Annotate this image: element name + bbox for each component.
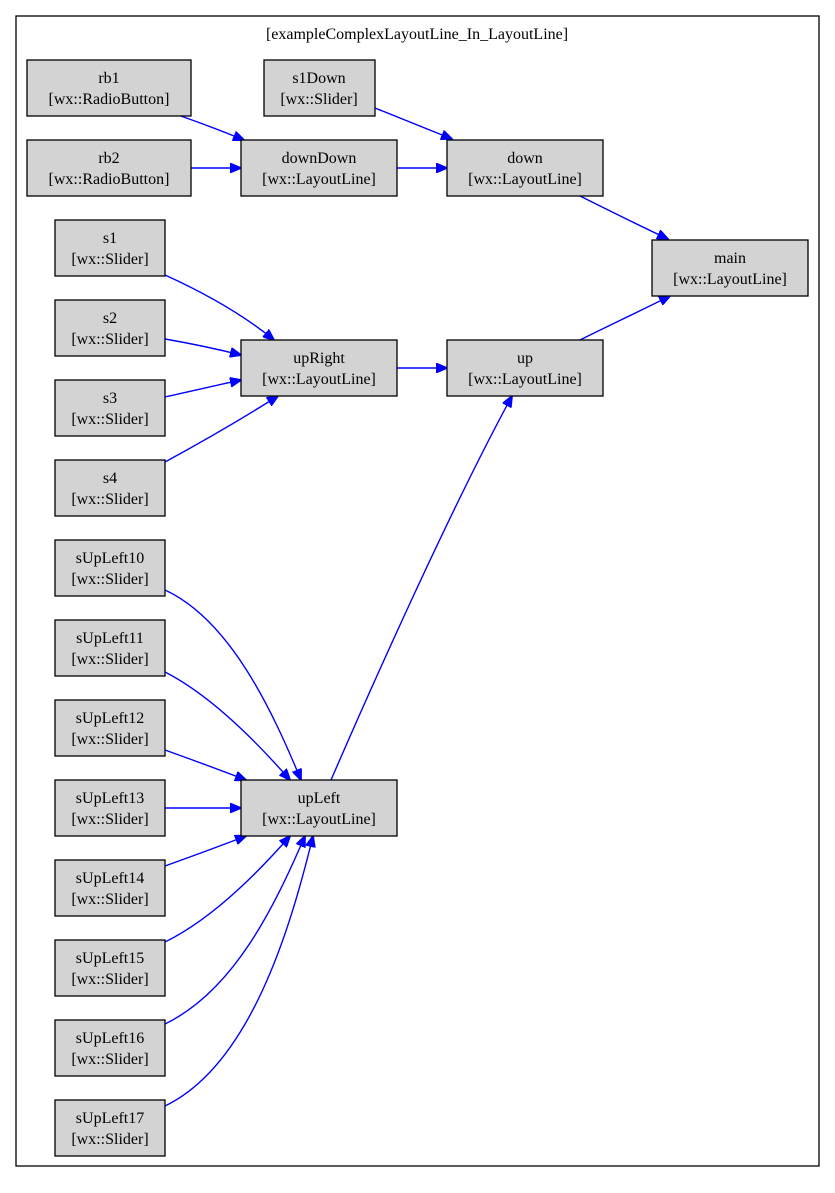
node-type: [wx::RadioButton] [49, 171, 170, 188]
node-name: s3 [103, 390, 117, 407]
node-s3[interactable]: s3 [wx::Slider] [54, 379, 166, 437]
node-sUpLeft11[interactable]: sUpLeft11 [wx::Slider] [54, 619, 166, 677]
node-s2[interactable]: s2 [wx::Slider] [54, 299, 166, 357]
node-type: [wx::Slider] [71, 811, 148, 828]
node-s1Down[interactable]: s1Down [wx::Slider] [263, 59, 376, 117]
node-sUpLeft15[interactable]: sUpLeft15 [wx::Slider] [54, 939, 166, 997]
node-type: [wx::Slider] [71, 251, 148, 268]
node-type: [wx::LayoutLine] [468, 371, 582, 388]
node-rb2[interactable]: rb2 [wx::RadioButton] [26, 139, 192, 197]
node-type: [wx::LayoutLine] [262, 171, 376, 188]
node-rb1[interactable]: rb1 [wx::RadioButton] [26, 59, 192, 117]
node-type: [wx::RadioButton] [49, 91, 170, 108]
edge-sUpLeft11-to-upLeft [164, 671, 290, 780]
node-name: down [507, 150, 543, 167]
node-sUpLeft16[interactable]: sUpLeft16 [wx::Slider] [54, 1019, 166, 1077]
node-up[interactable]: up [wx::LayoutLine] [446, 339, 604, 397]
node-type: [wx::Slider] [71, 491, 148, 508]
cluster-title: [exampleComplexLayoutLine_In_LayoutLine] [266, 26, 568, 43]
node-name: sUpLeft11 [76, 630, 144, 647]
node-name: s4 [103, 470, 117, 487]
edge-s2-to-upRight [164, 338, 241, 355]
node-name: rb1 [98, 70, 119, 87]
node-sUpLeft12[interactable]: sUpLeft12 [wx::Slider] [54, 699, 166, 757]
node-name: s1Down [292, 70, 345, 87]
node-sUpLeft14[interactable]: sUpLeft14 [wx::Slider] [54, 859, 166, 917]
node-name: up [517, 350, 533, 367]
edge-s3-to-upRight [164, 380, 241, 398]
node-type: [wx::Slider] [71, 571, 148, 588]
node-type: [wx::LayoutLine] [262, 371, 376, 388]
node-type: [wx::LayoutLine] [468, 171, 582, 188]
node-name: sUpLeft10 [76, 550, 144, 567]
node-name: sUpLeft12 [76, 710, 144, 727]
node-upRight[interactable]: upRight [wx::LayoutLine] [240, 339, 398, 397]
edge-sUpLeft14-to-upLeft [164, 836, 246, 867]
edge-sUpLeft17-to-upLeft [164, 836, 313, 1107]
node-type: [wx::Slider] [280, 91, 357, 108]
edge-up-to-main [579, 296, 670, 341]
node-upLeft[interactable]: upLeft [wx::LayoutLine] [240, 779, 398, 837]
node-name: s1 [103, 230, 117, 247]
node-type: [wx::Slider] [71, 411, 148, 428]
node-name: upLeft [298, 790, 341, 807]
node-down[interactable]: down [wx::LayoutLine] [446, 139, 604, 197]
edge-sUpLeft15-to-upLeft [164, 836, 290, 943]
edge-sUpLeft16-to-upLeft [164, 836, 305, 1025]
node-sUpLeft17[interactable]: sUpLeft17 [wx::Slider] [54, 1099, 166, 1157]
node-type: [wx::Slider] [71, 331, 148, 348]
edge-s1-to-upRight [164, 274, 274, 340]
edge-sUpLeft12-to-upLeft [164, 749, 246, 780]
edge-sUpLeft10-to-upLeft [164, 589, 301, 780]
node-name: sUpLeft15 [76, 950, 144, 967]
node-type: [wx::Slider] [71, 971, 148, 988]
node-type: [wx::Slider] [71, 731, 148, 748]
node-name: sUpLeft14 [76, 870, 144, 887]
edge-s1Down-to-down [374, 107, 452, 139]
node-s4[interactable]: s4 [wx::Slider] [54, 459, 166, 517]
node-sUpLeft10[interactable]: sUpLeft10 [wx::Slider] [54, 539, 166, 597]
node-name: rb2 [98, 150, 119, 167]
node-name: sUpLeft16 [76, 1030, 144, 1047]
nodes: rb1 [wx::RadioButton] rb2 [wx::RadioButt… [26, 59, 809, 1157]
node-name: sUpLeft13 [76, 790, 144, 807]
edge-s4-to-upRight [164, 396, 278, 463]
node-name: sUpLeft17 [76, 1110, 144, 1127]
node-type: [wx::LayoutLine] [262, 811, 376, 828]
node-s1[interactable]: s1 [wx::Slider] [54, 219, 166, 277]
edges [164, 107, 670, 1107]
node-sUpLeft13[interactable]: sUpLeft13 [wx::Slider] [54, 779, 166, 837]
edge-upLeft-to-up [330, 396, 512, 781]
node-downDown[interactable]: downDown [wx::LayoutLine] [240, 139, 398, 197]
edge-rb1-to-downDown [177, 114, 244, 140]
node-name: downDown [282, 150, 357, 167]
node-type: [wx::Slider] [71, 1131, 148, 1148]
edge-down-to-main [579, 195, 668, 239]
node-name: main [714, 250, 746, 267]
node-type: [wx::Slider] [71, 651, 148, 668]
node-name: s2 [103, 310, 117, 327]
node-main[interactable]: main [wx::LayoutLine] [651, 239, 809, 297]
node-type: [wx::LayoutLine] [673, 271, 787, 288]
node-type: [wx::Slider] [71, 891, 148, 908]
node-type: [wx::Slider] [71, 1051, 148, 1068]
node-name: upRight [293, 350, 345, 367]
